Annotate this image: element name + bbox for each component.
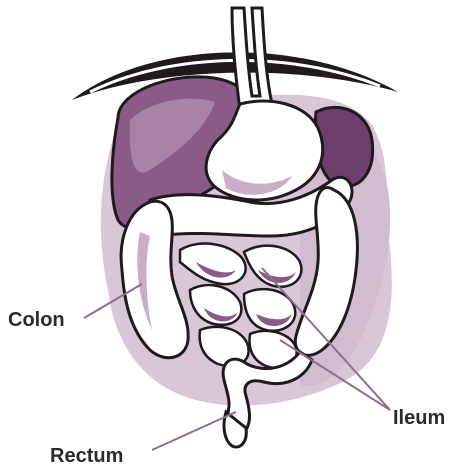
label-rectum: Rectum	[50, 446, 123, 466]
label-ileum: Ileum	[393, 408, 445, 428]
label-colon: Colon	[8, 310, 65, 330]
